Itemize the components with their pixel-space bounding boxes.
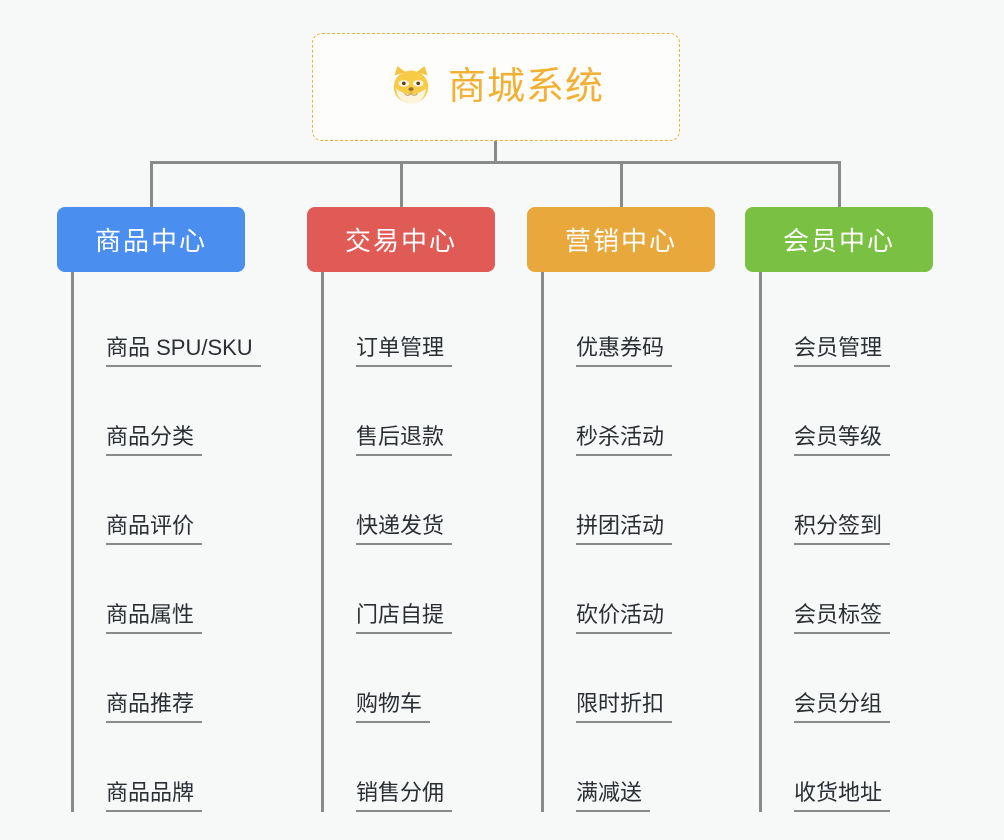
leaf-label: 会员等级 (794, 423, 891, 456)
leaf-label: 会员分组 (794, 690, 891, 723)
leaf-list-2: 订单管理 售后退款 快递发货 门店自提 购物车 销售分佣 (321, 272, 495, 812)
leaf-list-3: 优惠券码 秒杀活动 拼团活动 砍价活动 限时折扣 满减送 (541, 272, 715, 812)
list-item[interactable]: 订单管理 (324, 278, 495, 367)
list-item[interactable]: 会员分组 (762, 634, 933, 723)
leaf-label: 积分签到 (794, 512, 891, 545)
list-item[interactable]: 售后退款 (324, 367, 495, 456)
list-item[interactable]: 商品 SPU/SKU (74, 278, 261, 367)
leaf-label: 收货地址 (794, 779, 891, 812)
leaf-list-4: 会员管理 会员等级 积分签到 会员标签 会员分组 收货地址 (759, 272, 933, 812)
branch-header-2-label: 交易中心 (344, 226, 457, 256)
branch-header-3-label: 营销中心 (564, 226, 677, 256)
connector-drop-4 (838, 161, 841, 207)
leaf-label: 会员管理 (794, 334, 891, 367)
leaf-label: 售后退款 (356, 423, 453, 456)
list-item[interactable]: 商品品牌 (74, 723, 245, 812)
list-item[interactable]: 商品属性 (74, 545, 245, 634)
connector-root-stem (494, 141, 497, 163)
branch-column-1: 商品中心 商品 SPU/SKU 商品分类 商品评价 商品属性 商品推荐 商品品牌 (57, 207, 261, 812)
list-item[interactable]: 销售分佣 (324, 723, 495, 812)
leaf-label: 商品推荐 (106, 690, 203, 723)
list-item[interactable]: 商品推荐 (74, 634, 245, 723)
list-item[interactable]: 购物车 (324, 634, 495, 723)
list-item[interactable]: 秒杀活动 (544, 367, 715, 456)
leaf-label: 商品品牌 (106, 779, 203, 812)
leaf-label: 满减送 (576, 779, 651, 812)
leaf-label: 商品评价 (106, 512, 203, 545)
list-item[interactable]: 拼团活动 (544, 456, 715, 545)
branch-header-3[interactable]: 营销中心 (527, 207, 715, 272)
list-item[interactable]: 收货地址 (762, 723, 933, 812)
branch-header-1[interactable]: 商品中心 (57, 207, 245, 272)
leaf-label: 优惠券码 (576, 334, 673, 367)
branch-column-3: 营销中心 优惠券码 秒杀活动 拼团活动 砍价活动 限时折扣 满减送 (527, 207, 715, 812)
leaf-label: 购物车 (356, 690, 431, 723)
list-item[interactable]: 会员标签 (762, 545, 933, 634)
list-item[interactable]: 满减送 (544, 723, 715, 812)
leaf-label: 商品属性 (106, 601, 203, 634)
list-item[interactable]: 快递发货 (324, 456, 495, 545)
leaf-label: 砍价活动 (576, 601, 673, 634)
leaf-label: 商品分类 (106, 423, 203, 456)
list-item[interactable]: 积分签到 (762, 456, 933, 545)
leaf-label: 订单管理 (356, 334, 453, 367)
leaf-label: 拼团活动 (576, 512, 673, 545)
connector-drop-2 (400, 161, 403, 207)
list-item[interactable]: 会员等级 (762, 367, 933, 456)
leaf-label: 秒杀活动 (576, 423, 673, 456)
root-title: 商城系统 (447, 66, 604, 108)
branch-header-4[interactable]: 会员中心 (745, 207, 933, 272)
leaf-list-1: 商品 SPU/SKU 商品分类 商品评价 商品属性 商品推荐 商品品牌 (71, 272, 261, 812)
leaf-label: 会员标签 (794, 601, 891, 634)
list-item[interactable]: 会员管理 (762, 278, 933, 367)
shiba-dog-face-icon (388, 64, 434, 110)
list-item[interactable]: 门店自提 (324, 545, 495, 634)
list-item[interactable]: 商品分类 (74, 367, 245, 456)
connector-bus-bar (150, 161, 840, 164)
leaf-label: 销售分佣 (356, 779, 453, 812)
branch-header-1-label: 商品中心 (94, 226, 207, 256)
branch-header-4-label: 会员中心 (782, 226, 895, 256)
root-node[interactable]: 商城系统 (312, 33, 680, 141)
leaf-label: 商品 SPU/SKU (106, 334, 261, 367)
connector-drop-1 (150, 161, 153, 207)
list-item[interactable]: 商品评价 (74, 456, 245, 545)
list-item[interactable]: 砍价活动 (544, 545, 715, 634)
branch-header-2[interactable]: 交易中心 (307, 207, 495, 272)
leaf-label: 快递发货 (356, 512, 453, 545)
list-item[interactable]: 限时折扣 (544, 634, 715, 723)
leaf-label: 门店自提 (356, 601, 453, 634)
connector-drop-3 (620, 161, 623, 207)
branch-column-2: 交易中心 订单管理 售后退款 快递发货 门店自提 购物车 销售分佣 (307, 207, 495, 812)
leaf-label: 限时折扣 (576, 690, 673, 723)
branch-column-4: 会员中心 会员管理 会员等级 积分签到 会员标签 会员分组 收货地址 (745, 207, 933, 812)
list-item[interactable]: 优惠券码 (544, 278, 715, 367)
